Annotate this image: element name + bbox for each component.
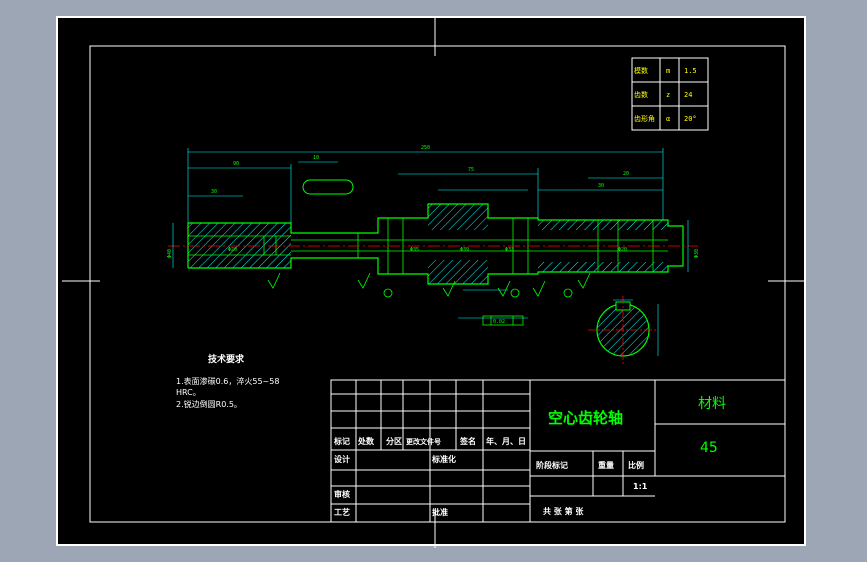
- gear-param-name-0: 模数: [634, 66, 648, 75]
- tb-header-5: 年、月、日: [486, 436, 526, 446]
- tech-req-line-2: 2.锐边倒圆R0.5。: [176, 399, 242, 409]
- gear-param-value-1: 24: [684, 91, 692, 99]
- tb-material-value: 45: [700, 440, 718, 456]
- engineering-drawing: 250 90 30 10 75 30 20 Φ40 Φ30 Φ20 Φ20 Φ3…: [62, 18, 804, 548]
- tb-header-4: 签名: [459, 436, 476, 446]
- shaft-main-view: [168, 179, 698, 285]
- svg-text:Φ40: Φ40: [167, 249, 173, 258]
- tb-sheets: 共 张 第 张: [543, 506, 584, 516]
- tb-part-name: 空心齿轮轴: [548, 409, 623, 427]
- tolerance-frame: 0.02: [482, 315, 524, 326]
- gear-param-value-0: 1.5: [684, 67, 697, 75]
- shaft-outline-lower: [188, 246, 684, 285]
- tb-stage-mark: 阶段标记: [536, 460, 568, 470]
- centering-marks: [62, 18, 804, 548]
- tb-design: 设计: [334, 454, 350, 464]
- svg-text:Φ20: Φ20: [618, 247, 627, 253]
- shaft-hatch-left: [188, 223, 291, 268]
- svg-text:75: 75: [468, 167, 474, 173]
- keyway: [302, 179, 354, 195]
- tb-scale-label: 比例: [628, 460, 644, 470]
- svg-text:90: 90: [233, 161, 239, 167]
- gear-param-symbol-0: m: [666, 67, 670, 75]
- dimension-lines: [172, 148, 689, 319]
- svg-text:Φ35: Φ35: [410, 247, 419, 253]
- tb-header-2: 分区: [386, 436, 402, 446]
- tech-req-title: 技术要求: [208, 353, 245, 365]
- gear-param-symbol-2: α: [666, 115, 670, 123]
- gear-hatch-lower: [428, 260, 488, 284]
- section-view: [588, 296, 659, 364]
- technical-requirements: 技术要求 1.表面渗碳0.6，淬火55~58 HRC。 2.锐边倒圆R0.5。: [176, 353, 279, 409]
- svg-text:10: 10: [313, 155, 319, 161]
- dimension-texts: 250 90 30 10 75 30 20 Φ40 Φ30 Φ20 Φ20 Φ3…: [167, 145, 700, 258]
- gear-param-symbol-1: z: [666, 91, 670, 99]
- shaft-hatch-right-lower: [538, 262, 668, 272]
- gear-parameter-table: 模数 m 1.5 齿数 z 24 齿形角 α 20°: [631, 57, 709, 131]
- drawing-sheet: 250 90 30 10 75 30 20 Φ40 Φ30 Φ20 Φ20 Φ3…: [56, 16, 806, 548]
- svg-text:Φ30: Φ30: [694, 249, 700, 258]
- gear-hatch-upper: [428, 204, 488, 230]
- svg-text:30: 30: [598, 183, 604, 189]
- svg-text:30: 30: [211, 189, 217, 195]
- tb-weight: 重量: [598, 460, 614, 470]
- gear-param-name-1: 齿数: [634, 90, 648, 99]
- datum-markers: [383, 288, 573, 298]
- shaft-hatch-right: [538, 220, 668, 230]
- tb-header-0: 标记: [333, 436, 350, 446]
- tb-review: 审核: [334, 489, 350, 499]
- svg-text:250: 250: [421, 145, 430, 151]
- title-block: 标记 处数 分区 更改文件号 签名 年、月、日 设计 标准化 审核 工艺 批准 …: [330, 379, 786, 523]
- tb-scale-value: 1:1: [633, 482, 648, 491]
- gear-param-name-2: 齿形角: [634, 114, 655, 123]
- tech-req-line-0: 1.表面渗碳0.6，淬火55~58: [176, 376, 279, 386]
- tb-material-label: 材料: [698, 396, 726, 412]
- svg-text:20: 20: [623, 171, 629, 177]
- tb-standardize: 标准化: [431, 454, 456, 464]
- svg-text:Φ39: Φ39: [460, 247, 469, 253]
- tb-header-3: 更改文件号: [406, 437, 441, 446]
- tb-process: 工艺: [334, 507, 350, 517]
- tb-header-1: 处数: [357, 436, 375, 446]
- svg-text:Φ20: Φ20: [228, 247, 237, 253]
- tb-approve: 批准: [432, 507, 448, 517]
- gear-param-value-2: 20°: [684, 115, 697, 123]
- roughness-marks: [267, 272, 591, 297]
- svg-text:Φ33: Φ33: [505, 247, 514, 253]
- tech-req-line-1: HRC。: [176, 388, 201, 397]
- svg-text:0.02: 0.02: [493, 319, 505, 325]
- shaft-outline-upper: [188, 203, 684, 246]
